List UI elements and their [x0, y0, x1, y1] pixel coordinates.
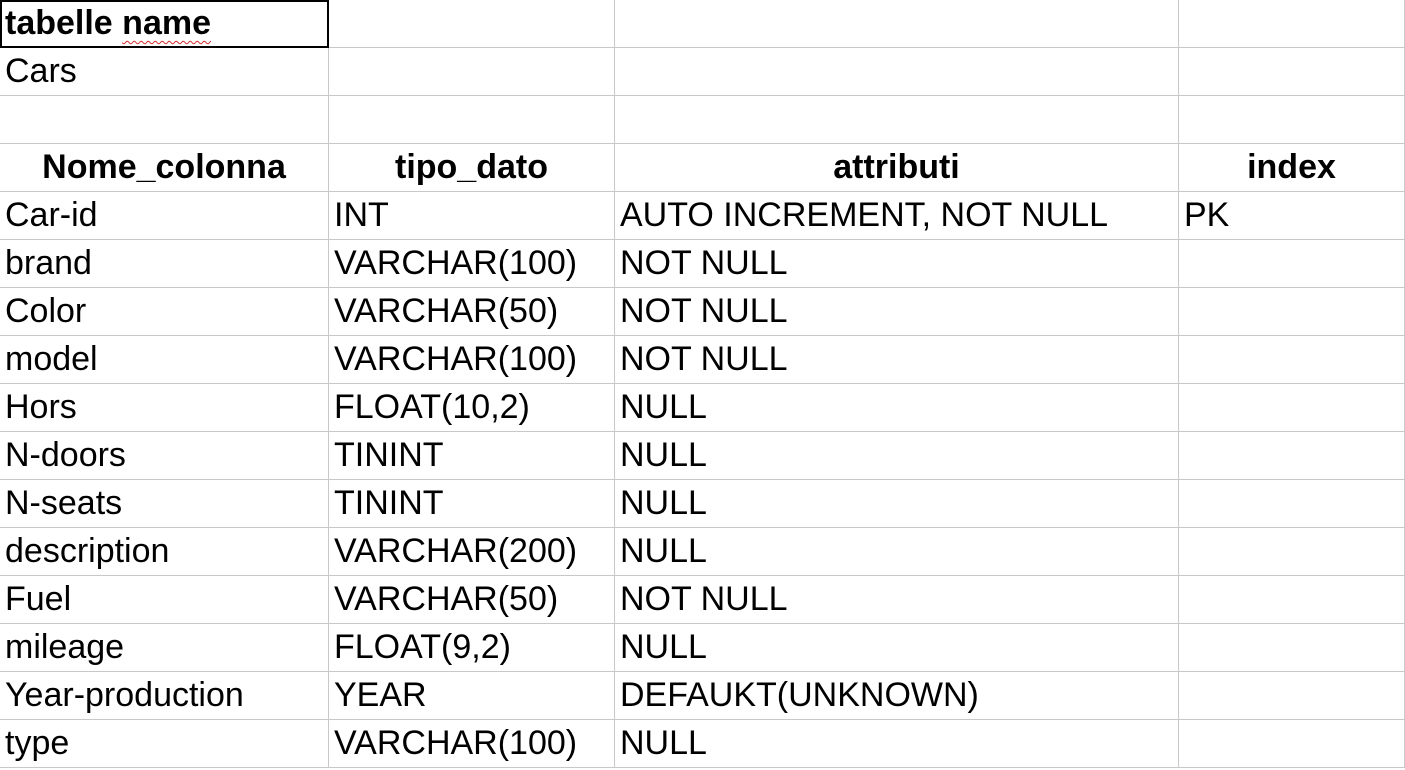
table-name-label-word2: name: [122, 4, 211, 42]
table-cell-attributes[interactable]: NULL: [615, 528, 1179, 576]
table-cell-column-name[interactable]: Hors: [0, 384, 329, 432]
table-cell-attributes[interactable]: NULL: [615, 432, 1179, 480]
table-cell-index[interactable]: [1179, 480, 1405, 528]
table-cell-index[interactable]: [1179, 384, 1405, 432]
table-cell-attributes[interactable]: NOT NULL: [615, 336, 1179, 384]
table-cell-column-name[interactable]: description: [0, 528, 329, 576]
header-nome-colonna[interactable]: Nome_colonna: [0, 144, 329, 192]
table-cell-column-name[interactable]: type: [0, 720, 329, 768]
table-cell-attributes[interactable]: NULL: [615, 720, 1179, 768]
header-attributi[interactable]: attributi: [615, 144, 1179, 192]
table-cell-attributes[interactable]: DEFAUKT(UNKNOWN): [615, 672, 1179, 720]
table-cell-data-type[interactable]: VARCHAR(50): [329, 288, 615, 336]
table-cell-column-name[interactable]: N-seats: [0, 480, 329, 528]
table-cell-data-type[interactable]: YEAR: [329, 672, 615, 720]
table-cell-attributes[interactable]: NOT NULL: [615, 288, 1179, 336]
table-cell-attributes[interactable]: NULL: [615, 624, 1179, 672]
table-cell-data-type[interactable]: VARCHAR(200): [329, 528, 615, 576]
table-cell-attributes[interactable]: NOT NULL: [615, 576, 1179, 624]
table-cell-column-name[interactable]: Year-production: [0, 672, 329, 720]
cell-b3[interactable]: [329, 96, 615, 144]
table-cell-column-name[interactable]: Car-id: [0, 192, 329, 240]
cell-d2[interactable]: [1179, 48, 1405, 96]
table-name-label-word1: tabelle: [5, 4, 113, 42]
table-cell-index[interactable]: [1179, 240, 1405, 288]
table-cell-index[interactable]: [1179, 528, 1405, 576]
cell-c1[interactable]: [615, 0, 1179, 48]
table-cell-index[interactable]: [1179, 672, 1405, 720]
table-cell-index[interactable]: [1179, 576, 1405, 624]
cell-c3[interactable]: [615, 96, 1179, 144]
table-cell-index[interactable]: [1179, 720, 1405, 768]
table-cell-attributes[interactable]: NULL: [615, 384, 1179, 432]
table-cell-column-name[interactable]: N-doors: [0, 432, 329, 480]
table-cell-index[interactable]: [1179, 336, 1405, 384]
cell-b1[interactable]: [329, 0, 615, 48]
table-cell-data-type[interactable]: VARCHAR(100): [329, 336, 615, 384]
table-cell-data-type[interactable]: FLOAT(9,2): [329, 624, 615, 672]
table-cell-column-name[interactable]: model: [0, 336, 329, 384]
table-cell-column-name[interactable]: mileage: [0, 624, 329, 672]
cell-a1-table-name-label[interactable]: tabelle name: [0, 0, 329, 48]
header-index[interactable]: index: [1179, 144, 1405, 192]
table-cell-data-type[interactable]: TININT: [329, 480, 615, 528]
cell-d3[interactable]: [1179, 96, 1405, 144]
cell-b2[interactable]: [329, 48, 615, 96]
cell-c2[interactable]: [615, 48, 1179, 96]
table-cell-data-type[interactable]: TININT: [329, 432, 615, 480]
table-cell-data-type[interactable]: VARCHAR(100): [329, 720, 615, 768]
cell-a2-table-name-value[interactable]: Cars: [0, 48, 329, 96]
table-cell-data-type[interactable]: INT: [329, 192, 615, 240]
cell-d1[interactable]: [1179, 0, 1405, 48]
header-tipo-dato[interactable]: tipo_dato: [329, 144, 615, 192]
table-cell-index[interactable]: [1179, 432, 1405, 480]
table-cell-data-type[interactable]: FLOAT(10,2): [329, 384, 615, 432]
table-cell-column-name[interactable]: Fuel: [0, 576, 329, 624]
table-cell-attributes[interactable]: NOT NULL: [615, 240, 1179, 288]
table-cell-index[interactable]: [1179, 624, 1405, 672]
table-cell-index[interactable]: [1179, 288, 1405, 336]
table-cell-index[interactable]: PK: [1179, 192, 1405, 240]
table-cell-attributes[interactable]: AUTO INCREMENT, NOT NULL: [615, 192, 1179, 240]
table-cell-attributes[interactable]: NULL: [615, 480, 1179, 528]
table-cell-data-type[interactable]: VARCHAR(50): [329, 576, 615, 624]
cell-a3[interactable]: [0, 96, 329, 144]
table-cell-column-name[interactable]: brand: [0, 240, 329, 288]
table-cell-column-name[interactable]: Color: [0, 288, 329, 336]
table-cell-data-type[interactable]: VARCHAR(100): [329, 240, 615, 288]
